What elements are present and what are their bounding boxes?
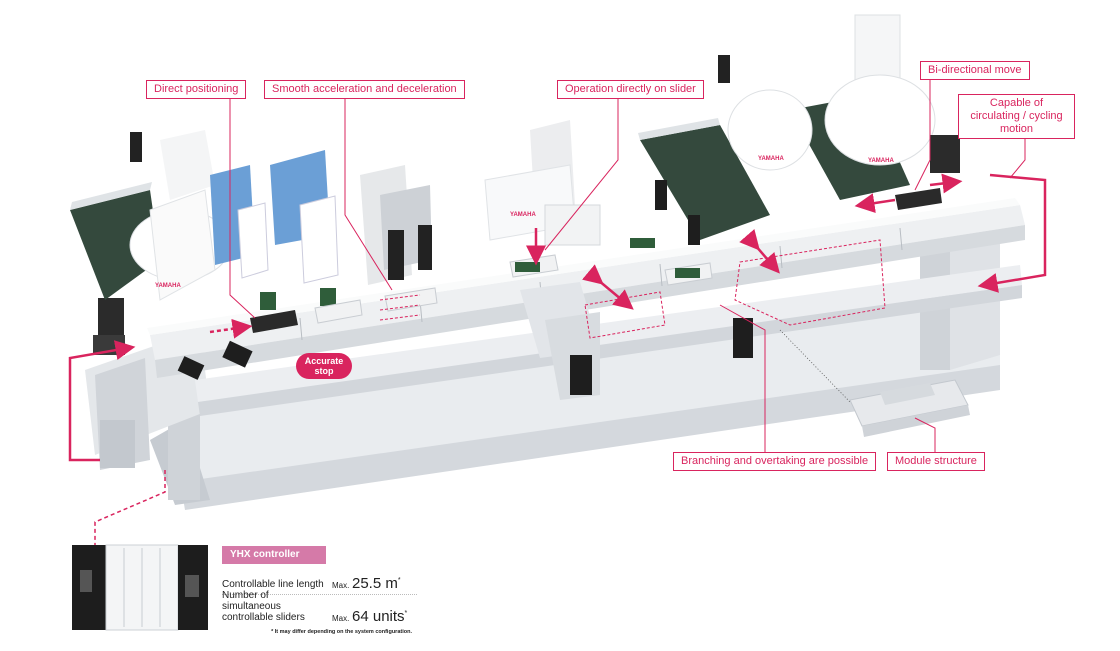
callout-operation-on-slider: Operation directly on slider	[557, 80, 704, 99]
brand-mark: YAMAHA	[758, 156, 784, 162]
spec-line-length-prefix: Max.	[332, 581, 350, 590]
callout-module-structure: Module structure	[887, 452, 985, 471]
controller-title: YHX controller	[222, 546, 326, 564]
sliders	[250, 188, 942, 333]
controller-spec-panel: YHX controller Controllable line length …	[222, 546, 417, 635]
callout-branching-overtaking: Branching and overtaking are possible	[673, 452, 877, 471]
spec-line-length: Controllable line length Max. 25.5 m*	[222, 570, 417, 595]
left-scara-robot: YAMAHA	[129, 130, 231, 301]
spec-sliders-prefix: Max.	[332, 614, 350, 623]
brand-mark: YAMAHA	[155, 283, 181, 289]
spec-sliders: Number of simultaneous controllable slid…	[222, 590, 417, 627]
highlight-regions	[379, 239, 886, 339]
spec-line-length-label: Controllable line length	[222, 579, 324, 590]
controller-hardware	[72, 544, 208, 631]
callout-circulating-motion: Capable of circulating / cycling motion	[958, 94, 1075, 139]
controller-link	[94, 470, 166, 545]
blue-units	[210, 150, 339, 310]
accurate-stop-badge: Accurate stop	[296, 353, 352, 379]
module-sample	[849, 379, 970, 437]
gantry-unit	[360, 165, 432, 285]
rail-lower	[195, 265, 1022, 416]
callout-smooth-acceleration: Smooth acceleration and deceleration	[264, 80, 465, 99]
brand-mark: YAMAHA	[510, 212, 536, 218]
spec-footnote: * It may differ depending on the system …	[271, 629, 412, 635]
spec-line-length-value: 25.5 m*	[352, 575, 401, 592]
callout-direct-positioning: Direct positioning	[146, 80, 247, 99]
callout-bidirectional-move: Bi-directional move	[920, 61, 1030, 80]
brand-mark: YAMAHA	[868, 158, 894, 164]
right-scara-robots: YAMAHA YAMAHA	[718, 14, 960, 173]
motion-arrows	[68, 173, 1047, 462]
spec-sliders-value: 64 units*	[352, 608, 408, 625]
cameras	[177, 180, 753, 395]
center-scara-robot: YAMAHA	[484, 120, 601, 246]
leader-lines	[229, 80, 1026, 460]
spec-sliders-label: Number of simultaneous controllable slid…	[222, 590, 305, 623]
left-conveyor	[70, 182, 160, 300]
